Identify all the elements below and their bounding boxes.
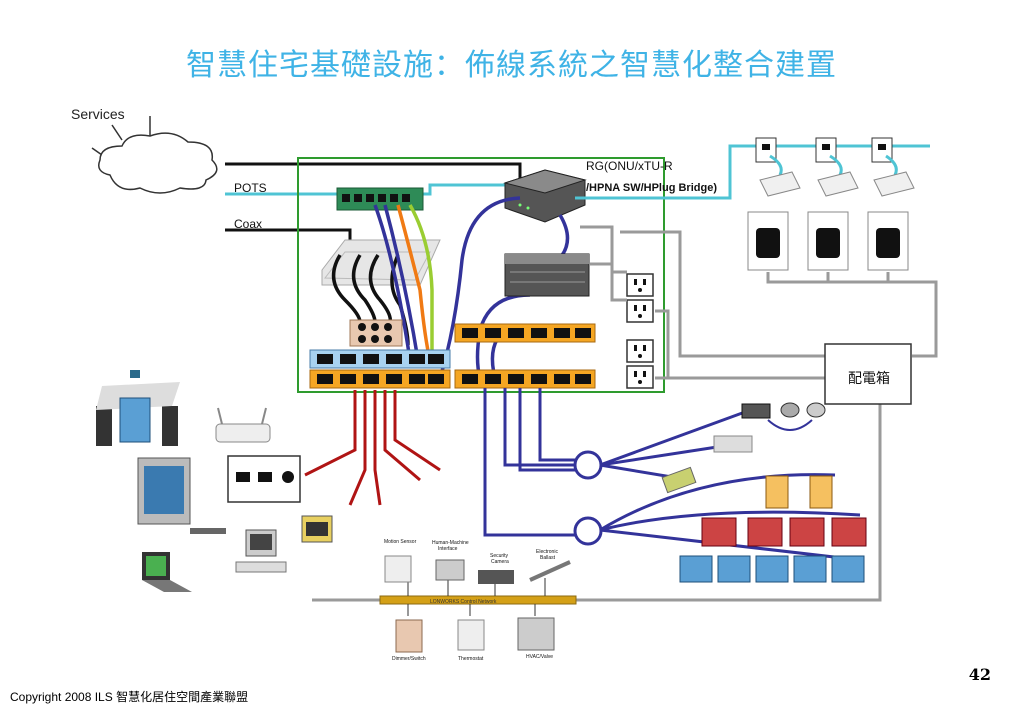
page-number: 42 <box>968 665 991 684</box>
distribution-panel-label: 配電箱 <box>848 371 890 387</box>
patch-panel-right-upper <box>454 323 596 343</box>
patch-panel-right-lower <box>454 369 596 389</box>
phone-block <box>336 187 424 211</box>
ballast-label-line2: Ballast <box>540 555 556 561</box>
wiring-cabinet <box>297 157 665 393</box>
power-outlet-symbols <box>634 279 646 384</box>
copyright-notice: Copyright 2008 ILS 智慧化居住空間產業聯盟 <box>10 690 249 704</box>
set-top-box <box>190 528 226 534</box>
rg-label-line1: RG(ONU/xTU-R <box>586 159 673 173</box>
hvac-label: HVAC/Valve <box>526 654 553 660</box>
distribution-panel <box>824 343 912 405</box>
rg-label-line2: /HPNA SW/HPlug Bridge) <box>586 182 717 194</box>
coax-splitter <box>321 239 441 286</box>
cable-hub-upper <box>573 450 603 480</box>
network-adapters <box>759 171 915 197</box>
cabinet-cables <box>331 196 570 379</box>
door-sensors <box>765 475 833 509</box>
desktop-pc <box>235 529 287 573</box>
laptop <box>142 552 192 592</box>
wall-jack-box <box>227 455 301 503</box>
ethernet-switch <box>504 253 590 297</box>
wireless-router <box>215 407 271 443</box>
coax-outlet-block <box>349 319 403 347</box>
security-sensors <box>661 402 826 494</box>
motion-sensor-label: Motion Sensor <box>384 539 417 545</box>
powerline-adapter-cables <box>769 154 898 176</box>
control-devices <box>384 555 571 653</box>
patch-panel-left-orange <box>309 369 451 389</box>
coax-label: Coax <box>234 217 262 231</box>
ballast-label-line1: Electronic <box>536 549 558 555</box>
tv-set <box>137 457 191 525</box>
automation-cables <box>483 388 861 562</box>
power-outlets <box>626 273 654 389</box>
slide-title: 智慧住宅基礎設施：佈線系統之智慧化整合建置 <box>186 48 837 83</box>
camera-label-line2: Camera <box>491 559 509 565</box>
rg-router <box>503 169 587 223</box>
services-label: Services <box>71 106 125 122</box>
control-network-label: LONWORKS Control Network <box>430 599 497 605</box>
window-sensors <box>701 517 867 547</box>
thermostat-label: Thermostat <box>458 656 484 662</box>
services-cloud <box>91 116 218 194</box>
smoke-detectors <box>679 555 865 583</box>
cable-hub-lower <box>573 516 603 546</box>
red-cables <box>304 390 441 506</box>
hmi-label-line2: Interface <box>438 546 458 552</box>
network-jacks-top <box>755 137 893 163</box>
powerline-adapters <box>747 211 909 271</box>
home-av-system <box>96 370 180 446</box>
hmi-label-line1: Human-Machine <box>432 540 469 546</box>
pots-label: POTS <box>234 181 267 195</box>
patch-panel-left-blue <box>309 349 451 369</box>
camera-label-line1: Security <box>490 553 509 559</box>
dimmer-label: Dimmer/Switch <box>392 656 426 662</box>
telephone <box>301 515 333 543</box>
